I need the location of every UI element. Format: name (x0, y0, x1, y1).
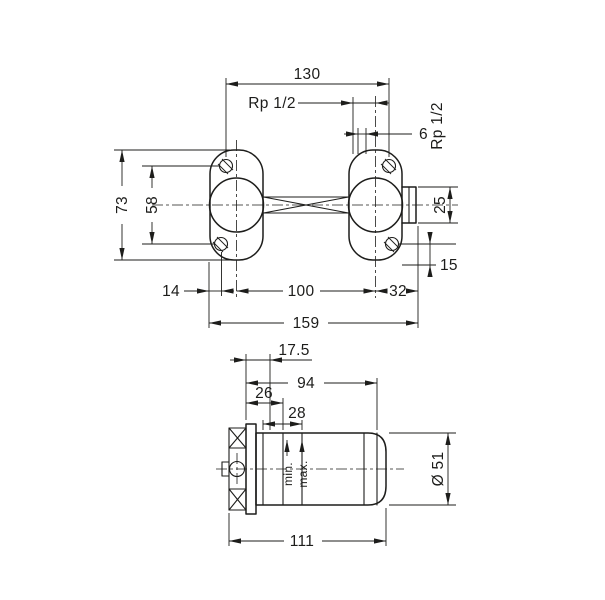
dim-32-label: 32 (389, 283, 407, 300)
bracket-hole (228, 460, 246, 478)
dim-15-label: 15 (440, 257, 458, 274)
screw-hole-top-right (380, 158, 397, 175)
left-body-circle (208, 177, 265, 233)
marker-min-label: min. (281, 462, 295, 486)
dim-159-label: 159 (293, 315, 320, 332)
front-view: 130 Rp 1/2 6 Rp 1/2 73 58 25 (114, 66, 458, 332)
front-dimensions: 130 Rp 1/2 6 Rp 1/2 73 58 25 (114, 66, 458, 332)
dim-58-label: 58 (144, 196, 161, 214)
connecting-bar (262, 196, 350, 214)
dim-94-label: 94 (297, 375, 315, 392)
thread-side-label: Rp 1/2 (429, 102, 446, 149)
dim-26-label: 26 (255, 385, 273, 402)
side-view: 17.5 94 26 28 Ø 51 111 min. max. (216, 342, 456, 550)
dim-14-label: 14 (162, 283, 180, 300)
side-dimensions: 17.5 94 26 28 Ø 51 111 min. max. (229, 342, 451, 550)
body-cylinder (255, 432, 387, 506)
side-center-lines (216, 453, 404, 485)
dim-100-label: 100 (288, 283, 315, 300)
dim-28-label: 28 (288, 405, 306, 422)
dim-130-label: 130 (294, 66, 321, 83)
screw-hole-top-left (217, 158, 234, 175)
front-center-lines (152, 96, 458, 298)
thread-top-label: Rp 1/2 (248, 95, 295, 112)
marker-max-label: max. (296, 460, 310, 487)
front-object-lines (208, 149, 417, 261)
right-body-circle (347, 177, 404, 233)
dim-25-label: 25 (432, 196, 449, 214)
screw-hole-bottom-left (212, 236, 229, 253)
dim-6-label: 6 (419, 126, 428, 143)
dim-17-5-label: 17.5 (278, 342, 309, 359)
side-extension-lines (228, 354, 456, 546)
dim-73-label: 73 (114, 196, 131, 214)
dim-111-label: 111 (290, 533, 314, 550)
screw-hole-bottom-right (383, 236, 400, 253)
side-outlet (401, 186, 417, 224)
wall-bracket-profile (221, 427, 247, 511)
dim-diameter-label: Ø 51 (430, 452, 447, 487)
